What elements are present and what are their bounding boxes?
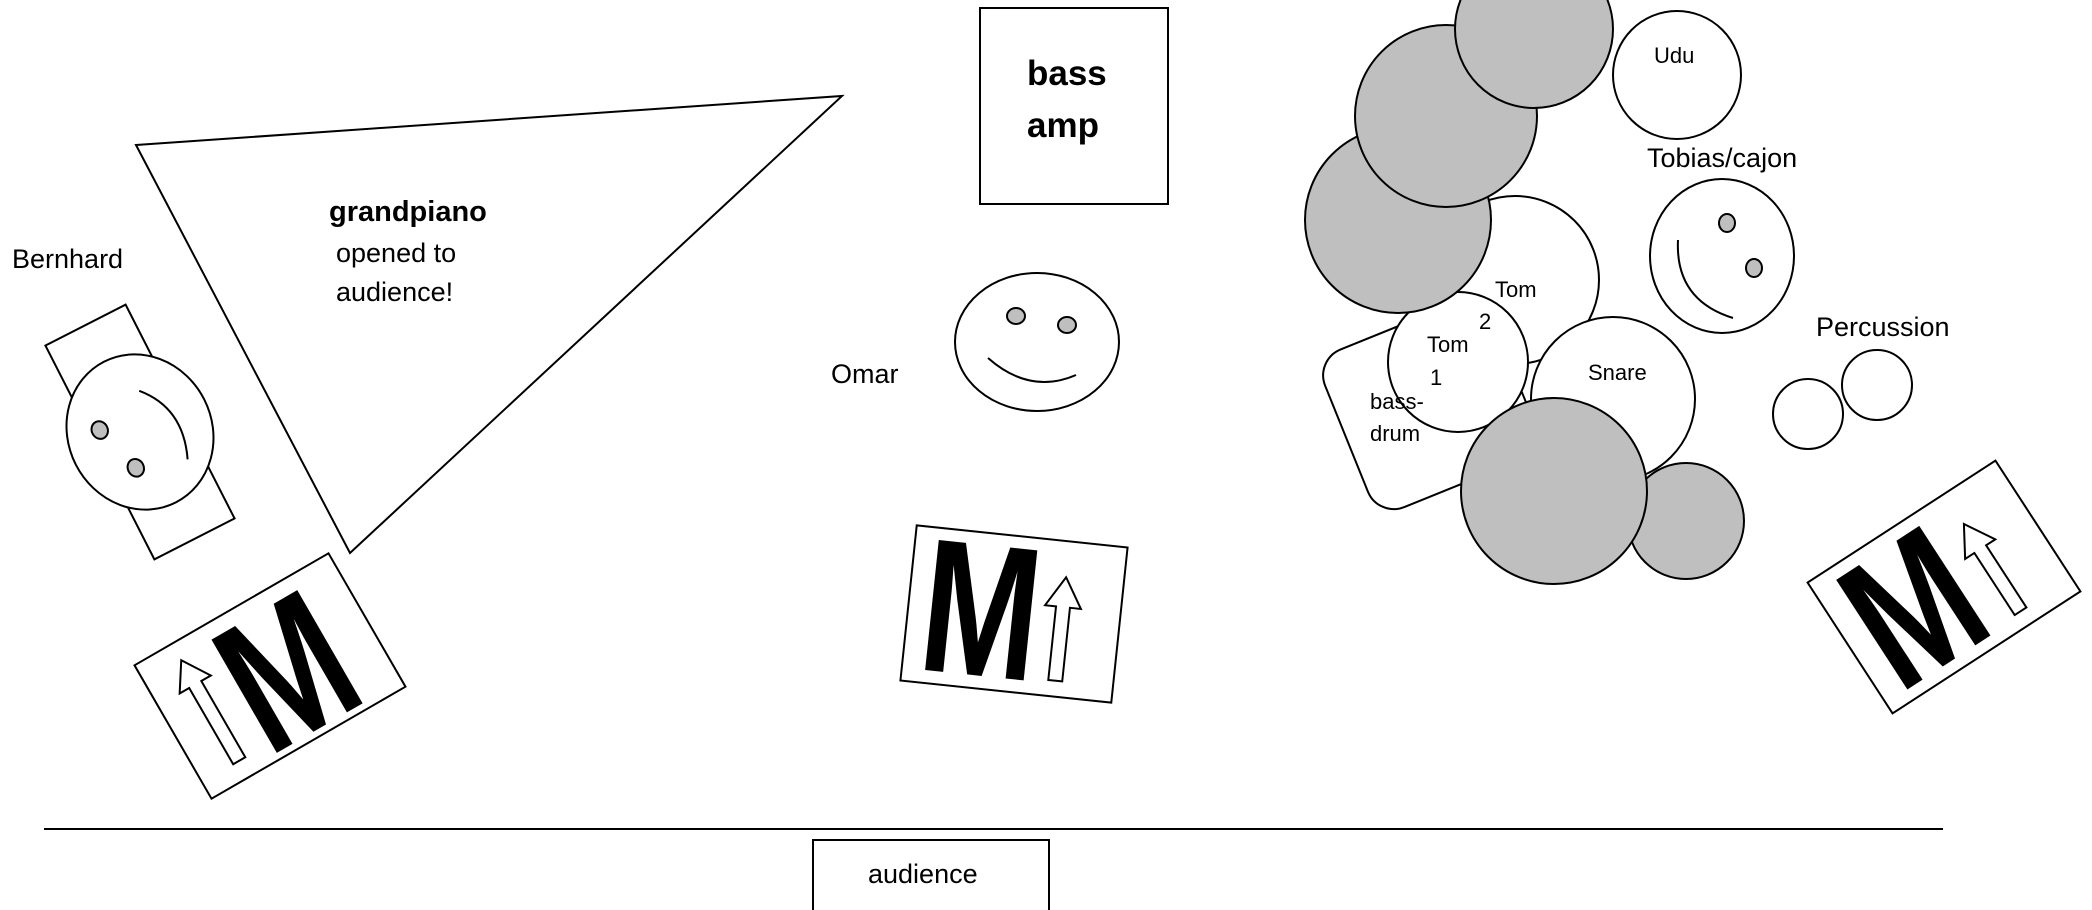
monitor-left: M — [133, 551, 407, 801]
audience-box — [812, 839, 1050, 910]
monitor-left-arrow-up-icon — [178, 658, 247, 766]
bass-drum-label-line2: drum — [1370, 421, 1420, 446]
bernhard-mouth — [138, 389, 189, 460]
floor-tom-label: Tom — [1495, 277, 1537, 302]
bass-amp-box — [979, 7, 1169, 205]
bernhard-eye-right — [126, 458, 146, 478]
tobias-eye-top — [1718, 213, 1736, 233]
tobias-figure — [1649, 178, 1795, 334]
snare-label: Snare — [1588, 360, 1647, 385]
omar-mouth — [987, 357, 1077, 384]
bernhard-label: Bernhard — [12, 244, 123, 274]
monitor-center-box — [899, 524, 1129, 704]
tobias-face-icon — [1649, 178, 1795, 334]
tom-number-2: 2 — [1479, 309, 1491, 334]
grand-piano-note-line2: audience! — [336, 277, 453, 307]
monitor-right-box — [1806, 459, 2082, 715]
omar-figure — [954, 272, 1120, 412]
drum-kit: Tom Tom 2 1 Snare bass- drum — [1304, 0, 1745, 585]
monitor-right: M — [1806, 459, 2082, 729]
tom-number-1: 1 — [1430, 365, 1442, 390]
bernhard-figure — [44, 303, 236, 561]
bernhard-eye-left — [90, 420, 109, 440]
percussion-drum-right — [1841, 349, 1913, 421]
monitor-center: M — [899, 499, 1129, 722]
udu-label: Udu — [1654, 43, 1694, 68]
monitor-center-arrow-up-icon — [1043, 575, 1083, 683]
cymbal-left-top — [1454, 0, 1614, 109]
bass-amp-label-line1: bass — [1027, 54, 1107, 93]
grand-piano-shape — [134, 94, 845, 555]
udu-drum — [1612, 10, 1742, 140]
grand-piano-title: grandpiano — [329, 196, 487, 228]
monitor-left-box — [133, 551, 407, 801]
tobias-eye-bottom — [1745, 258, 1763, 278]
bass-drum-label-line1: bass- — [1370, 389, 1424, 414]
bernhard-face-icon — [65, 353, 215, 511]
omar-eye-right — [1057, 316, 1077, 334]
monitor-center-letter: M — [911, 499, 1051, 722]
percussion-drum-left — [1772, 378, 1844, 450]
tobias-mouth — [1676, 239, 1734, 319]
bass-amp-label-line2: amp — [1027, 106, 1099, 145]
grand-piano-note-line1: opened to — [336, 238, 456, 268]
monitor-right-arrow-up-icon — [1962, 522, 2028, 617]
audience-label: audience — [868, 859, 978, 889]
omar-label: Omar — [831, 359, 899, 389]
omar-eye-left — [1006, 307, 1026, 325]
tom1-label-name: Tom — [1427, 332, 1469, 357]
percussion-label: Percussion — [1816, 312, 1950, 342]
cymbal-bottom — [1460, 397, 1648, 585]
omar-face-icon — [954, 272, 1120, 412]
tobias-label: Tobias/cajon — [1647, 143, 1797, 173]
